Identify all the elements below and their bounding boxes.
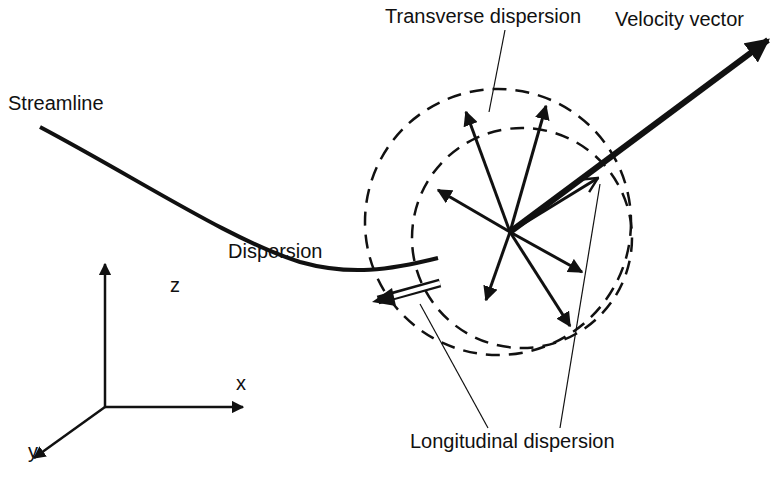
- axis-label: z: [170, 274, 180, 296]
- velocity-arrow: [510, 40, 768, 232]
- axes: [34, 264, 243, 458]
- axis-label: x: [236, 372, 246, 394]
- dispersion-arrows: [438, 106, 598, 326]
- callout-label: Streamline: [8, 92, 104, 114]
- callout-label: Transverse dispersion: [385, 5, 581, 27]
- callout-label: Longitudinal dispersion: [410, 430, 615, 452]
- streamline-curve: [40, 127, 438, 270]
- callout-label: Dispersion: [228, 240, 322, 262]
- axis-label: y: [28, 440, 38, 462]
- backward-arrow: [372, 283, 440, 306]
- dispersion-circles: [365, 89, 632, 355]
- callout-label: Velocity vector: [615, 8, 744, 30]
- leader-lines: [420, 30, 600, 428]
